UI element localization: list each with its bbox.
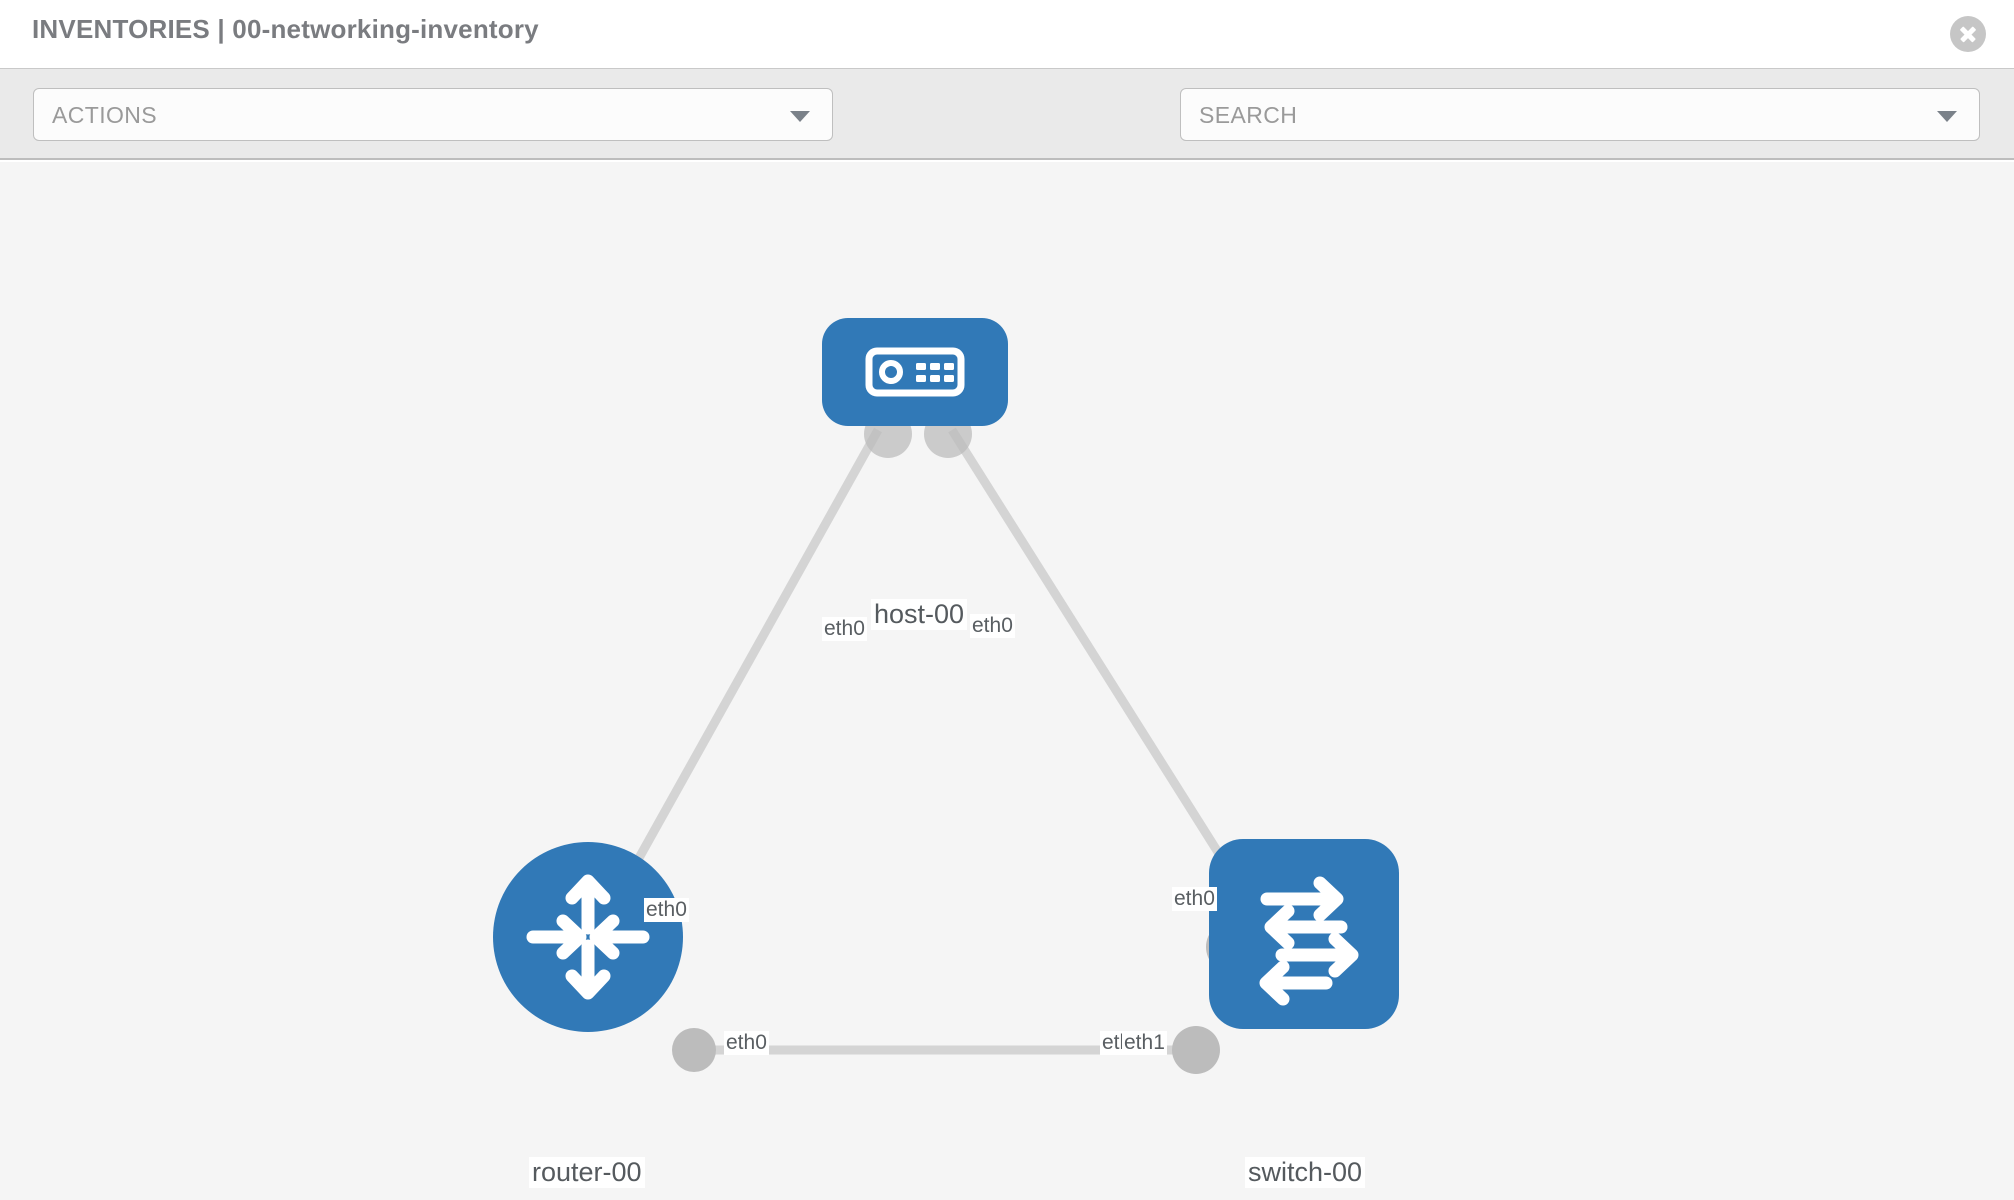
actions-dropdown-label: ACTIONS [52,102,158,128]
router-arrows-icon [526,874,650,1000]
iface-label-router-uplink: eth0 [644,898,689,922]
iface-label-switch-uplink: eth0 [1172,887,1217,911]
chevron-down-icon [790,111,810,122]
iface-label-host-right: eth0 [970,614,1015,638]
iface-label-router-to-switch: eth0 [724,1031,769,1055]
topology-node-label-host-00: host-00 [871,599,968,630]
iface-label-switch-to-router: eth1 [1122,1031,1167,1055]
topology-node-host-00[interactable] [822,318,1008,426]
switch-arrows-icon [1259,876,1359,1006]
actions-dropdown[interactable]: ACTIONS [33,88,833,141]
iface-label-host-left: eth0 [822,617,867,641]
topology-node-label-switch-00: switch-00 [1245,1157,1366,1188]
topology-node-router-00[interactable] [493,842,683,1032]
search-input[interactable]: SEARCH [1180,88,1980,141]
chevron-down-icon [1937,111,1957,122]
page-header: INVENTORIES | 00-networking-inventory [0,0,2014,68]
search-placeholder: SEARCH [1199,102,1298,128]
topology-graph: host-00 eth0 eth0 [0,162,2014,1200]
topology-node-label-router-00: router-00 [529,1157,645,1188]
page-title: INVENTORIES | 00-networking-inventory [32,14,539,44]
topology-node-switch-00[interactable] [1209,839,1399,1029]
topology-canvas[interactable]: host-00 eth0 eth0 [0,162,2014,1200]
toolbar: ACTIONS SEARCH [0,68,2014,203]
server-icon [865,347,965,397]
close-icon[interactable] [1950,16,1986,52]
